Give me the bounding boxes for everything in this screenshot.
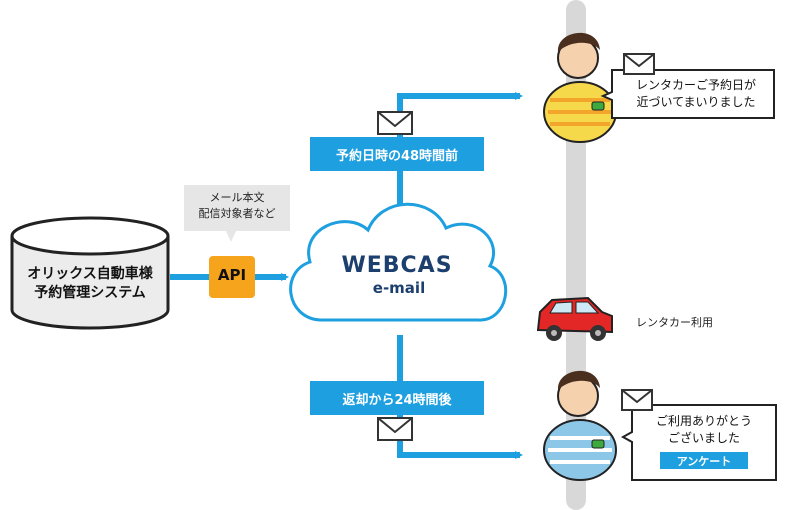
person-icon-top (543, 32, 617, 143)
trigger-before-label: 予約日時の48時間前 (310, 137, 484, 171)
car-icon (536, 296, 613, 341)
envelope-icon-thanks (621, 389, 653, 411)
reminder-message: レンタカーご予約日が 近づいてまいりました (618, 77, 774, 111)
service-brand: WEBCAS (341, 253, 453, 278)
envelope-icon-reminder (623, 53, 655, 75)
database-icon (10, 216, 170, 330)
envelope-icon-bottom (377, 417, 413, 441)
thanks-route-line (397, 335, 523, 459)
note-callout (184, 185, 290, 242)
system-name: オリックス自動車様 予約管理システム (12, 265, 168, 303)
survey-button[interactable]: アンケート (660, 452, 748, 469)
reminder-line1: レンタカーご予約日が (635, 78, 756, 92)
note-line1: メール本文 (209, 191, 265, 204)
car-usage-label: レンタカー利用 (636, 316, 713, 329)
system-name-line2: 予約管理システム (34, 285, 146, 301)
system-name-line1: オリックス自動車様 (27, 266, 153, 282)
thanks-message: ご利用ありがとう ございました (638, 413, 770, 447)
api-box (209, 256, 255, 298)
thanks-line1: ご利用ありがとう (655, 414, 752, 428)
reminder-line2: 近づいてまいりました (636, 95, 756, 109)
envelope-icon-top (377, 111, 413, 135)
cloud-shape (289, 202, 508, 322)
thanks-line2: ございました (667, 431, 740, 445)
trigger-after-label: 返却から24時間後 (310, 381, 484, 415)
note-line2: 配信対象者など (198, 207, 276, 220)
api-label: API (217, 266, 247, 284)
reminder-bubble (600, 69, 775, 119)
person-icon-bottom (543, 370, 617, 481)
service-product: e-mail (372, 279, 426, 297)
note-text: メール本文 配信対象者など (184, 190, 290, 222)
reminder-route-line (397, 92, 523, 215)
